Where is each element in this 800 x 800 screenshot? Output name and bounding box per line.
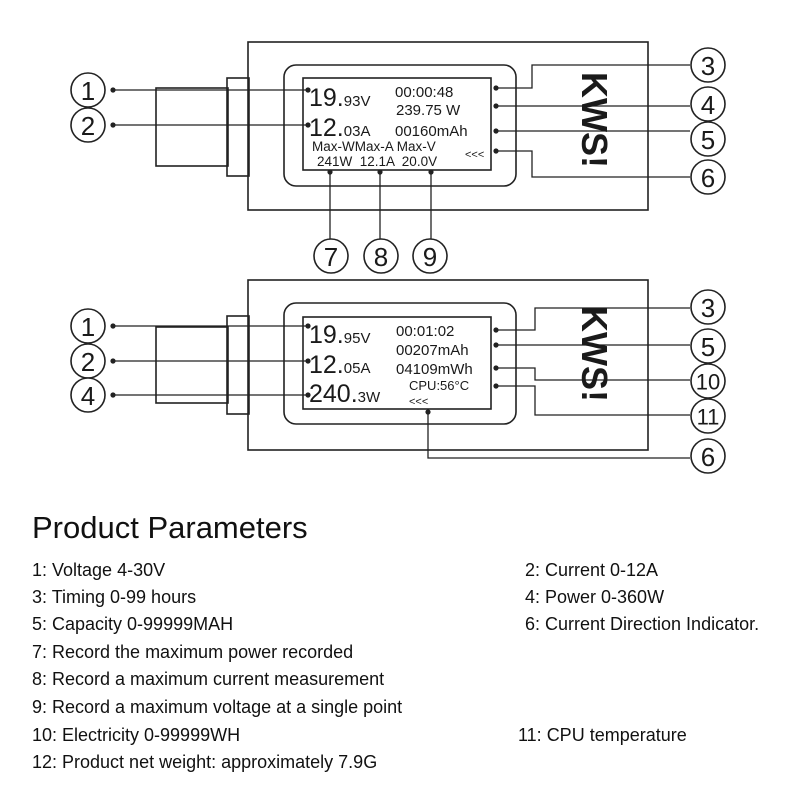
callout-bottom-5: 5	[690, 328, 726, 364]
param-8: 8: Record a maximum current measurement	[32, 669, 385, 689]
bottom-current: 12.05A	[309, 351, 370, 379]
svg-text:2: 2	[81, 347, 95, 377]
svg-text:8: 8	[374, 242, 388, 272]
bottom-power: 240.3W	[309, 380, 381, 408]
svg-text:2: 2	[81, 111, 95, 141]
svg-text:4: 4	[81, 381, 95, 411]
top-max-values: 241W 12.1A 20.0V	[317, 154, 437, 169]
top-voltage: 19.93V	[309, 84, 370, 112]
top-lcd	[302, 77, 492, 171]
svg-text:3: 3	[701, 293, 715, 323]
top-device-body	[247, 41, 649, 211]
svg-text:6: 6	[701, 442, 715, 472]
bottom-screen-bezel	[283, 302, 517, 425]
bottom-usb-plug-outer	[155, 326, 229, 404]
callout-top-2: 2	[70, 107, 106, 143]
svg-text:5: 5	[701, 332, 715, 362]
bottom-device-body	[247, 279, 649, 451]
callout-top-9: 9	[412, 238, 448, 274]
svg-text:5: 5	[701, 125, 715, 155]
param-2: 2: Current 0-12A	[525, 560, 659, 580]
bottom-energy: 04109mWh	[396, 361, 473, 378]
bottom-leader-lines	[112, 307, 690, 459]
meter-diagram: 19.93V 12.03A 00:00:48 239.75 W 00160mAh…	[70, 41, 726, 474]
svg-text:7: 7	[324, 242, 338, 272]
callout-top-7: 7	[313, 238, 349, 274]
svg-text:4: 4	[701, 90, 715, 120]
bottom-lcd	[302, 316, 492, 410]
top-direction-indicator: <<<	[465, 149, 484, 161]
param-4: 4: Power 0-360W	[525, 587, 665, 607]
top-usb-plug	[226, 77, 250, 177]
param-1: 1: Voltage 4-30V	[32, 560, 166, 580]
param-11: 11: CPU temperature	[518, 725, 687, 745]
svg-text:1: 1	[81, 312, 95, 342]
svg-text:10: 10	[696, 370, 720, 395]
bottom-time: 00:01:02	[396, 323, 454, 340]
svg-text:11: 11	[697, 405, 720, 430]
params-title: Product Parameters	[32, 510, 308, 545]
bottom-usb-plug	[226, 315, 250, 415]
top-power: 239.75 W	[396, 102, 461, 119]
svg-text:6: 6	[701, 163, 715, 193]
param-10: 10: Electricity 0-99999WH	[32, 725, 241, 745]
svg-text:9: 9	[423, 242, 437, 272]
callout-top-1: 1	[70, 72, 106, 108]
callout-top-6: 6	[690, 159, 726, 195]
top-time: 00:00:48	[395, 84, 453, 101]
bottom-voltage: 19.95V	[309, 321, 370, 349]
param-5: 5: Capacity 0-99999MAH	[32, 614, 234, 634]
top-usb-plug-outer	[155, 87, 229, 167]
callout-top-8: 8	[363, 238, 399, 274]
callout-bottom-10: 10	[690, 363, 726, 399]
top-callouts: 1 2 3 4 5 6 7 8 9	[70, 47, 726, 274]
bottom-callouts: 1 2 4 3 5 10 11 6	[70, 289, 726, 474]
top-capacity: 00160mAh	[395, 123, 468, 140]
bottom-direction-indicator: <<<	[409, 396, 428, 408]
callout-bottom-11: 11	[690, 398, 726, 434]
callout-bottom-1: 1	[70, 308, 106, 344]
param-9: 9: Record a maximum voltage at a single …	[32, 697, 403, 717]
callout-bottom-4: 4	[70, 377, 106, 413]
callout-top-5: 5	[690, 121, 726, 157]
callout-bottom-6: 6	[690, 438, 726, 474]
callout-top-4: 4	[690, 86, 726, 122]
param-7: 7: Record the maximum power recorded	[32, 642, 354, 662]
param-3: 3: Timing 0-99 hours	[32, 587, 197, 607]
top-max-labels: Max-WMax-A Max-V	[312, 139, 436, 154]
callout-bottom-2: 2	[70, 343, 106, 379]
param-6: 6: Current Direction Indicator.	[525, 614, 760, 634]
bottom-capacity: 00207mAh	[396, 342, 469, 359]
svg-text:1: 1	[81, 76, 95, 106]
bottom-cpu-temp: CPU:56°C	[409, 378, 469, 393]
top-current: 12.03A	[309, 114, 370, 142]
callout-bottom-3: 3	[690, 289, 726, 325]
bottom-device	[155, 279, 649, 451]
bottom-brand-logo: KWS!	[574, 306, 615, 402]
bottom-lcd-content: 19.95V 12.05A 240.3W 00:01:02 00207mAh 0…	[309, 321, 473, 408]
leader-dots	[110, 85, 499, 415]
param-12: 12: Product net weight: approximately 7.…	[32, 752, 378, 772]
callout-top-3: 3	[690, 47, 726, 83]
top-lcd-content: 19.93V 12.03A 00:00:48 239.75 W 00160mAh…	[309, 84, 484, 169]
svg-text:3: 3	[701, 51, 715, 81]
top-leader-lines	[112, 64, 690, 240]
top-brand-logo: KWS!	[574, 72, 615, 168]
